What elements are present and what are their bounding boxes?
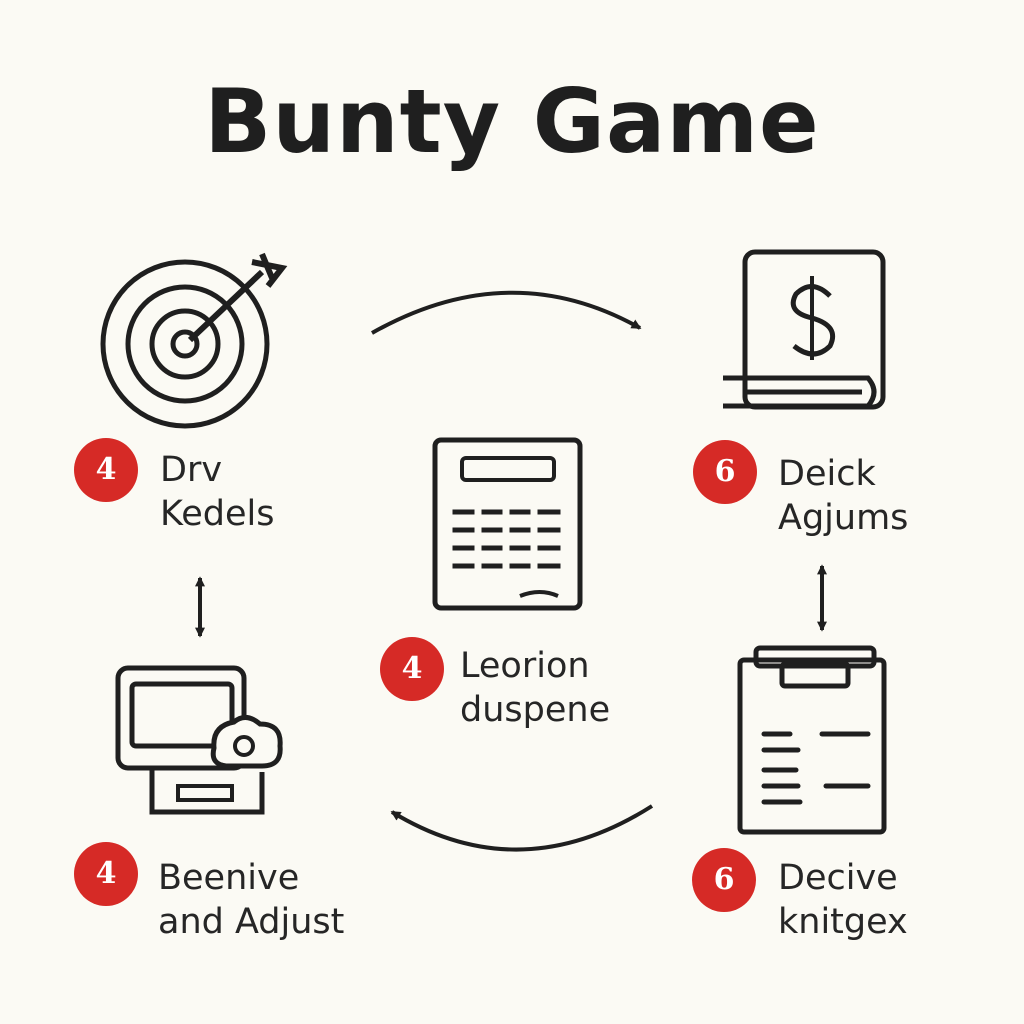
- step-label-5-line2: knitgex: [778, 902, 908, 942]
- step-label-1-line2: Kedels: [160, 494, 275, 534]
- step-label-5-line1: Decive: [778, 858, 898, 898]
- target-icon: [100, 252, 288, 429]
- step-label-2: Deick Agjums: [778, 452, 908, 540]
- step-label-3: Leorion duspene: [460, 644, 610, 732]
- step-badge-4: 4: [74, 842, 138, 906]
- arrow-bottom: [390, 804, 654, 852]
- step-badge-5: 6: [692, 848, 756, 912]
- step-label-3-line1: Leorion: [460, 646, 590, 686]
- step-badge-2: 6: [693, 440, 757, 504]
- step-label-5: Decive knitgex: [778, 856, 908, 944]
- step-label-2-line2: Agjums: [778, 498, 909, 538]
- clipboard-icon: [737, 645, 887, 835]
- arrow-top: [371, 290, 642, 335]
- step-label-3-line2: duspene: [460, 690, 611, 730]
- calculator-icon: [432, 437, 583, 611]
- step-label-4-line1: Beenive: [158, 858, 300, 898]
- step-badge-3: 4: [380, 637, 444, 701]
- dollar-document-icon: [723, 249, 886, 410]
- step-badge-1: 4: [74, 438, 138, 502]
- diagram-title: Bunty Game: [204, 70, 820, 173]
- computer-cloud-icon: [115, 665, 283, 815]
- step-label-4: Beenive and Adjust: [158, 856, 344, 944]
- step-label-1-line1: Drv: [160, 450, 223, 490]
- step-label-4-line2: and Adjust: [158, 902, 345, 942]
- step-label-1: Drv Kedels: [160, 448, 274, 536]
- step-label-2-line1: Deick: [778, 454, 876, 494]
